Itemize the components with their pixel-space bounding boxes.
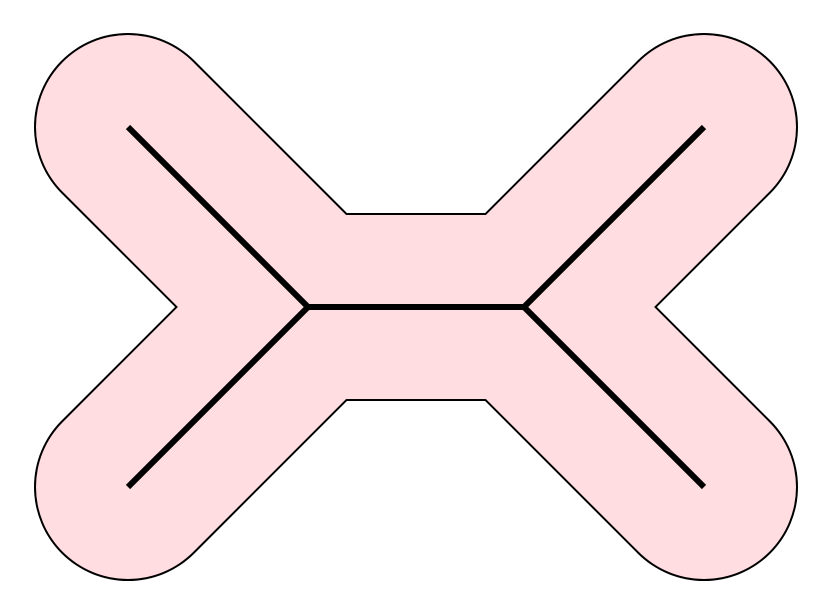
junction-right-node: [521, 304, 527, 310]
junction-left-node: [305, 304, 311, 310]
edge-top-left: [125, 124, 311, 310]
tree-edges: [125, 124, 707, 490]
edge-bottom-left: [125, 304, 311, 490]
edge-bottom-right: [521, 304, 707, 490]
edge-top-right: [521, 124, 707, 310]
